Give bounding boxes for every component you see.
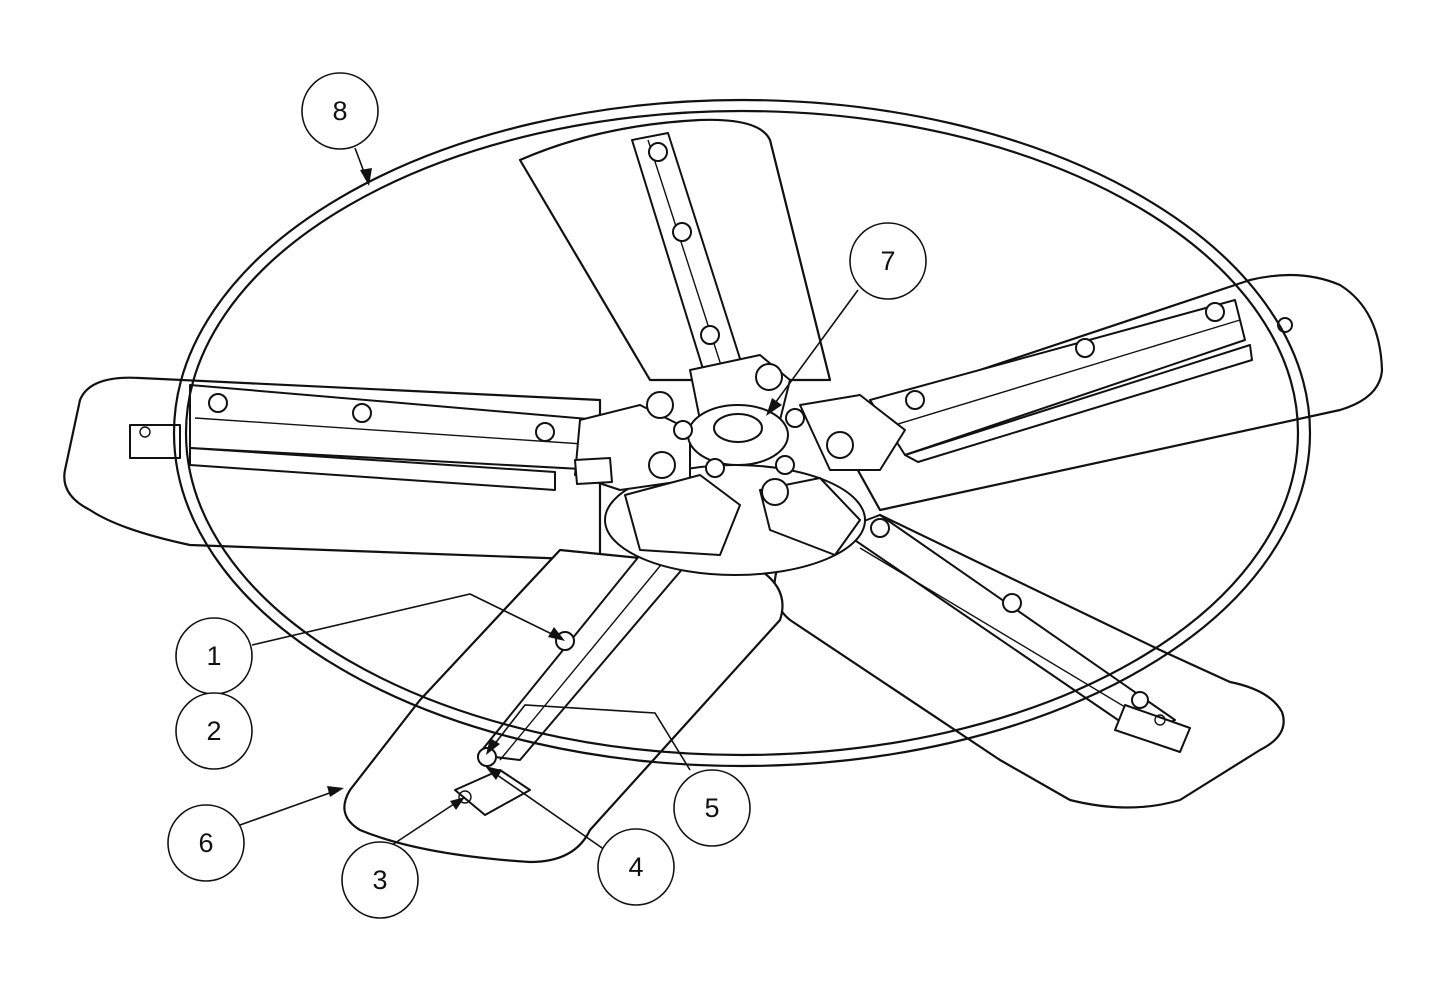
- arrow-1: [548, 627, 565, 641]
- tip-hole-front: [458, 790, 472, 804]
- callout-8-circle: [301, 72, 379, 150]
- hub-bolt: [705, 458, 725, 478]
- bolt: [905, 390, 925, 410]
- hub-knob: [646, 391, 674, 419]
- callout-4: 4: [597, 828, 675, 906]
- callout-5-label: 5: [704, 793, 719, 823]
- blade-front-right: [773, 513, 1285, 809]
- arms: [189, 132, 1253, 761]
- bolt: [535, 422, 555, 442]
- leader-5: [489, 704, 691, 771]
- bolt: [352, 403, 372, 423]
- arrow-3: [450, 797, 465, 810]
- callout-7-label: 7: [880, 246, 895, 276]
- callout-7: 7: [849, 222, 927, 300]
- hub-clamp-front: [624, 474, 741, 556]
- callout-3-circle: [341, 841, 419, 919]
- arm-left-lower: [189, 447, 556, 491]
- callout-5: 5: [673, 769, 751, 847]
- hub-knob: [755, 363, 783, 391]
- hub-bolt: [785, 408, 805, 428]
- callout-1: 1: [175, 617, 253, 695]
- hub-knob: [648, 451, 676, 479]
- tip-hole-left: [139, 426, 151, 438]
- leader-6: [239, 789, 339, 826]
- leader-3: [391, 799, 461, 846]
- arm-front-right: [839, 514, 1176, 736]
- hub-knob: [826, 431, 854, 459]
- callout-5-circle: [673, 769, 751, 847]
- arrow-8: [360, 168, 372, 186]
- arm-right-lower: [904, 344, 1253, 463]
- callout-6-label: 6: [198, 828, 213, 858]
- hub: [574, 354, 906, 576]
- hub-bore: [713, 413, 763, 443]
- callout-3: 3: [341, 841, 419, 919]
- bolt: [1075, 338, 1095, 358]
- arrow-5: [486, 738, 500, 755]
- tip-hole-front-right: [1154, 714, 1166, 726]
- hub-knob: [761, 478, 789, 506]
- tip-block-left: [129, 424, 181, 459]
- callout-7-circle: [849, 222, 927, 300]
- arm-back-edge: [647, 139, 731, 394]
- arrow-4: [485, 766, 502, 780]
- hub-bolt: [775, 455, 795, 475]
- callout-4-circle: [597, 828, 675, 906]
- callout-4-label: 4: [628, 852, 643, 882]
- callout-6: 6: [167, 804, 245, 882]
- leaders: [239, 147, 859, 851]
- hub-clamp-right: [799, 394, 906, 471]
- tip-block-front: [454, 769, 531, 816]
- bolt: [1002, 593, 1022, 613]
- bolt: [1205, 302, 1225, 322]
- arm-left-edge: [194, 417, 599, 446]
- bolt: [672, 222, 692, 242]
- leader-4: [489, 769, 606, 851]
- arm-right-edge: [884, 319, 1241, 429]
- callout-8-label: 8: [332, 96, 347, 126]
- callout-6-circle: [167, 804, 245, 882]
- tip-block-front-right: [1114, 704, 1191, 753]
- callout-8: 8: [301, 72, 379, 150]
- arrow-7: [766, 398, 782, 416]
- leader-7: [769, 289, 859, 411]
- bolt: [208, 393, 228, 413]
- callout-2-label: 2: [206, 716, 221, 746]
- ring-inner: [184, 109, 1300, 757]
- bolt: [700, 325, 720, 345]
- hub-bolt: [673, 420, 693, 440]
- arm-front-right-edge: [859, 547, 1161, 729]
- hub-spring: [574, 457, 613, 485]
- bolt: [648, 142, 668, 162]
- arm-front-edge: [499, 559, 666, 761]
- tip-blocks: [129, 424, 1191, 816]
- callout-2-circle: [175, 692, 253, 770]
- callout-3-label: 3: [372, 865, 387, 895]
- callout-2: 2: [175, 692, 253, 770]
- arrow-6: [327, 786, 344, 797]
- callout-1-label: 1: [206, 641, 221, 671]
- ring-outer: [172, 98, 1312, 768]
- leader-1: [251, 593, 561, 646]
- tip-bolt-front: [477, 747, 497, 767]
- bolt: [870, 518, 890, 538]
- ring: [172, 98, 1312, 768]
- tip-bolt-front-right: [1131, 691, 1149, 709]
